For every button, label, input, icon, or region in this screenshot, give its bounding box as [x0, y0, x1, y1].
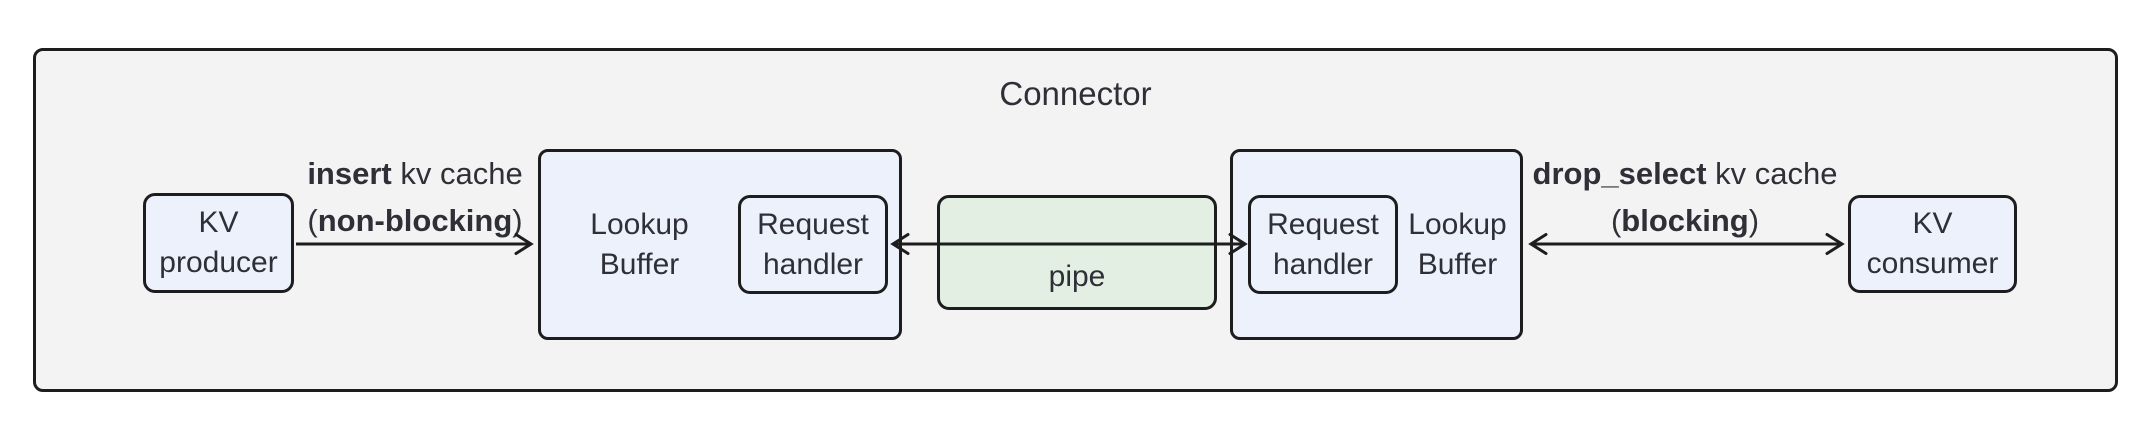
- lookup-buffer-left-node: Lookup Buffer Request handler: [538, 149, 902, 340]
- pipe-label: pipe: [1048, 260, 1106, 293]
- lookup-buffer-right-node: Request handler Lookup Buffer: [1230, 149, 1523, 340]
- kv-consumer-node: KV consumer: [1848, 195, 2017, 293]
- request-handler-right-node: Request handler: [1248, 195, 1398, 294]
- lookup-buffer-left-label: Lookup Buffer: [590, 207, 689, 281]
- lookup-buffer-right-label: Lookup Buffer: [1408, 207, 1507, 281]
- drop-select-edge-label-line2: (blocking): [1610, 203, 1760, 238]
- connector-title: Connector: [999, 75, 1152, 112]
- insert-edge-label-line2: (non-blocking): [307, 203, 523, 238]
- insert-edge-label-line1: insert kv cache: [307, 156, 523, 191]
- request-handler-left-node: Request handler: [738, 195, 888, 294]
- drop-select-edge-label-line1: drop_select kv cache: [1532, 156, 1838, 191]
- pipe-node: pipe: [937, 195, 1217, 310]
- insert-edge-label: insert kv cache (non-blocking): [205, 150, 625, 244]
- drop-select-edge-label: drop_select kv cache (blocking): [1475, 150, 1895, 244]
- kv-producer-node: KV producer: [143, 193, 294, 293]
